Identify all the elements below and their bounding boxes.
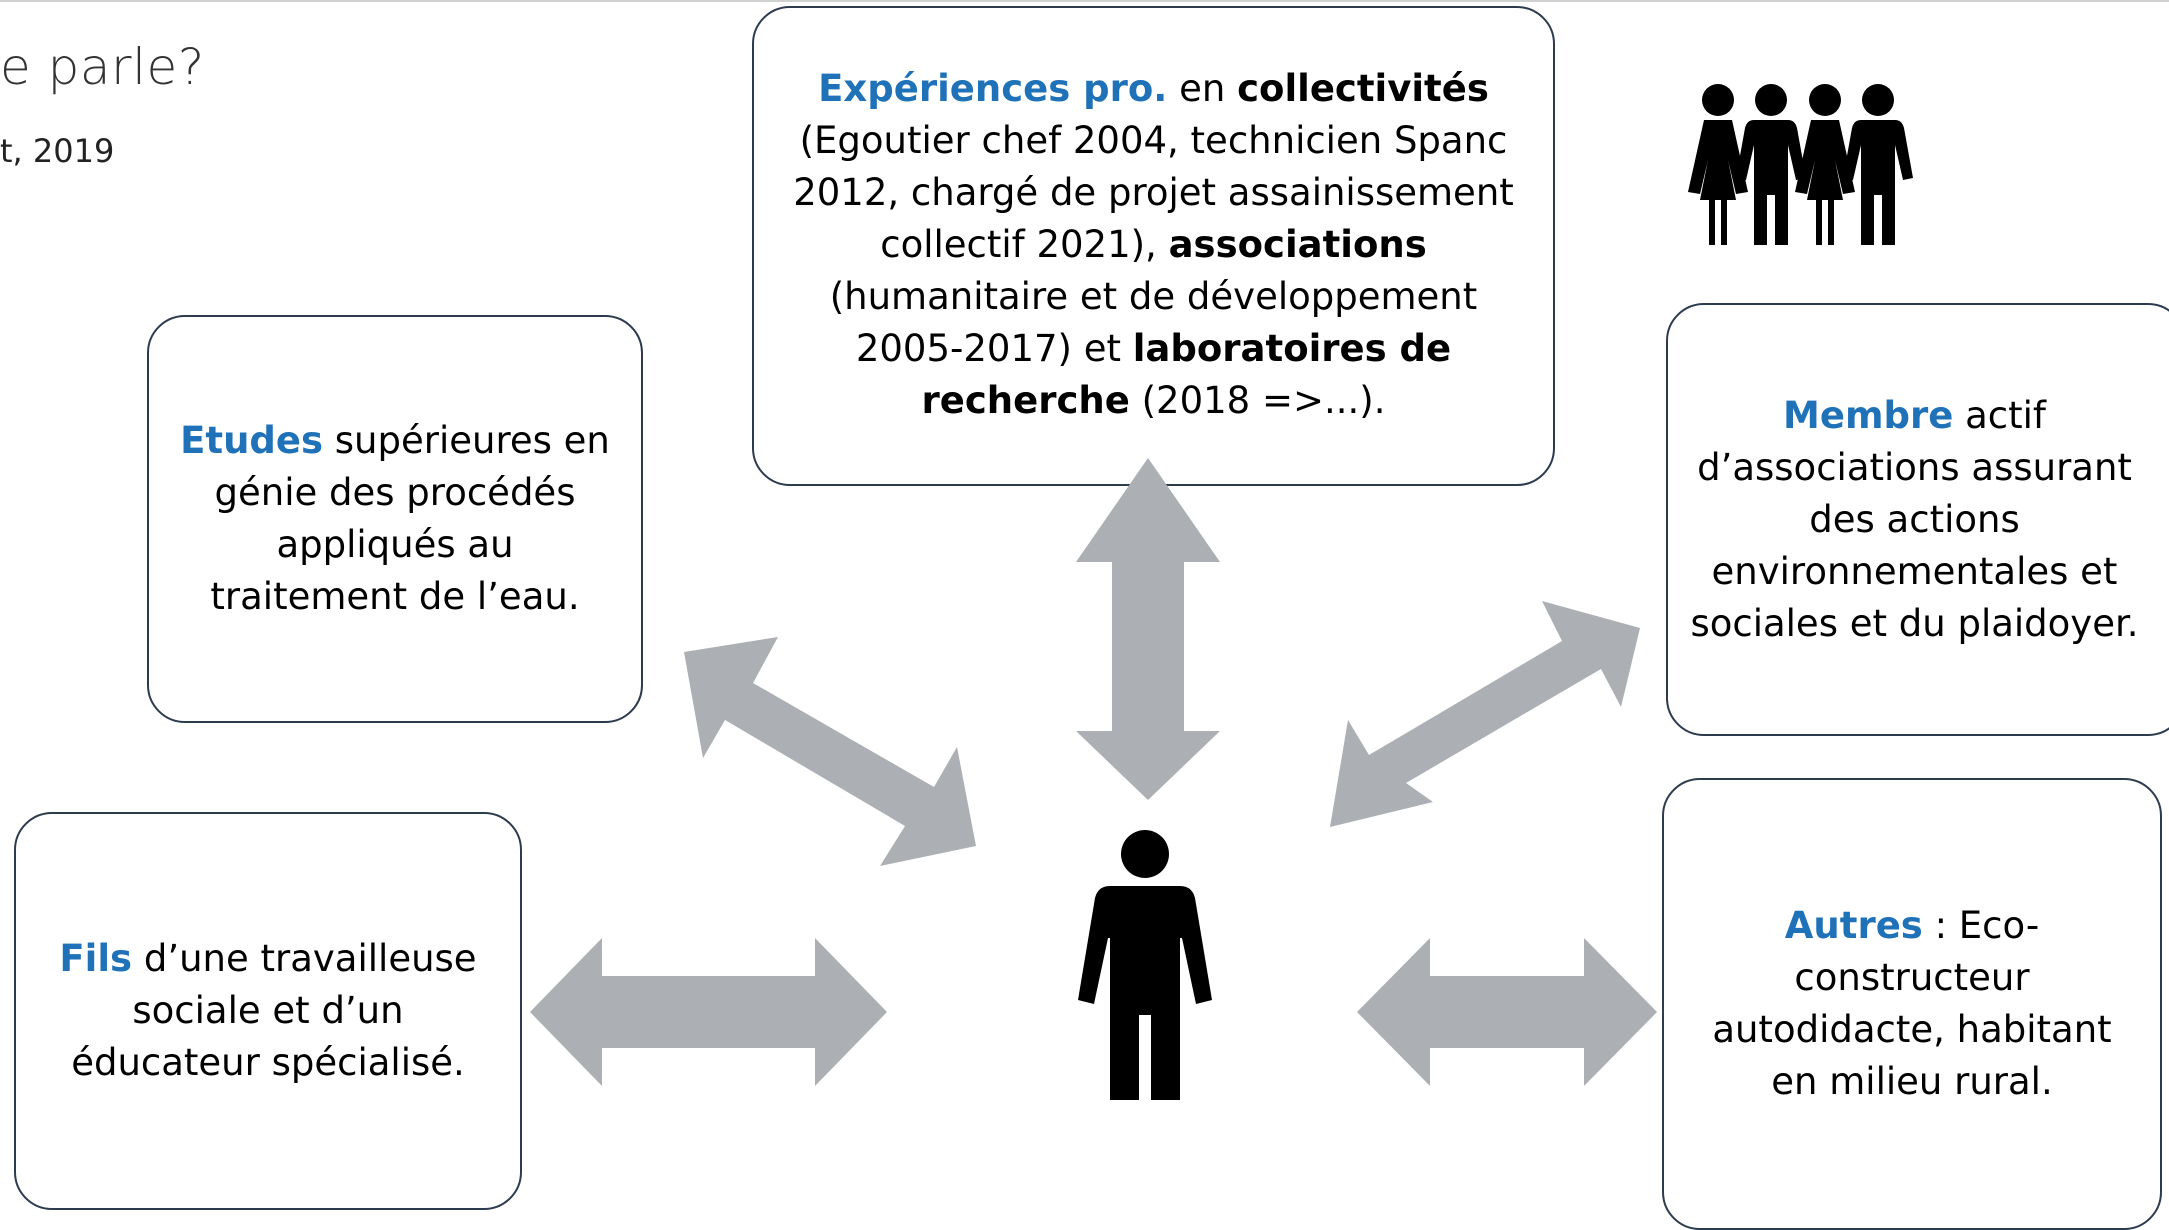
etudes-box: Etudes supérieures en génie des procédés… (147, 315, 643, 723)
experiences-box: Expériences pro. en collectivités (Egout… (752, 6, 1555, 486)
fils-body: d’une travailleuse sociale et d’un éduca… (71, 937, 477, 1084)
experiences-text: Expériences pro. en collectivités (Egout… (789, 63, 1519, 427)
slide-title: e parle? (0, 38, 205, 96)
etudes-keyword: Etudes (180, 419, 324, 462)
experiences-keyword: Expériences pro. (818, 67, 1168, 110)
experiences-text-part: (2018 =>...). (1129, 379, 1386, 422)
top-divider (0, 0, 2169, 2)
double-arrow-horizontal-right (1357, 938, 1657, 1086)
fils-keyword: Fils (59, 937, 133, 980)
membre-box: Membre actif d’associations assurant des… (1666, 303, 2169, 736)
autres-body: : Eco-constructeur autodidacte, habitant… (1712, 904, 2112, 1103)
experiences-text-part: (humanitaire et de développement 2005-20… (829, 275, 1478, 370)
autres-text: Autres : Eco-constructeur autodidacte, h… (1692, 900, 2132, 1108)
membre-text: Membre actif d’associations assurant des… (1682, 390, 2147, 650)
group-of-people-icon (1688, 84, 1913, 245)
double-arrow-diagonal-left (684, 637, 976, 866)
experiences-bold-collectivites: collectivités (1237, 67, 1489, 110)
etudes-body: supérieures en génie des procédés appliq… (210, 419, 610, 618)
double-arrow-horizontal-left (530, 938, 887, 1086)
person-icon (1078, 830, 1212, 1100)
experiences-bold-laboratoires: laboratoires de recherche (921, 327, 1452, 422)
slide-subtitle: t, 2019 (0, 132, 115, 170)
experiences-text-part: en (1167, 67, 1238, 110)
fils-box: Fils d’une travailleuse sociale et d’un … (14, 812, 522, 1210)
membre-keyword: Membre (1783, 393, 1954, 437)
autres-keyword: Autres (1784, 904, 1923, 947)
fils-text: Fils d’une travailleuse sociale et d’un … (33, 933, 503, 1089)
experiences-bold-associations: associations (1168, 223, 1427, 266)
membre-body: actif d’associations assurant des action… (1690, 393, 2139, 645)
etudes-text: Etudes supérieures en génie des procédés… (175, 415, 615, 623)
double-arrow-vertical (1076, 458, 1220, 800)
double-arrow-diagonal-right (1330, 601, 1640, 827)
experiences-text-part: (Egoutier chef 2004, technicien Spanc 20… (793, 119, 1514, 266)
autres-box: Autres : Eco-constructeur autodidacte, h… (1662, 778, 2162, 1230)
